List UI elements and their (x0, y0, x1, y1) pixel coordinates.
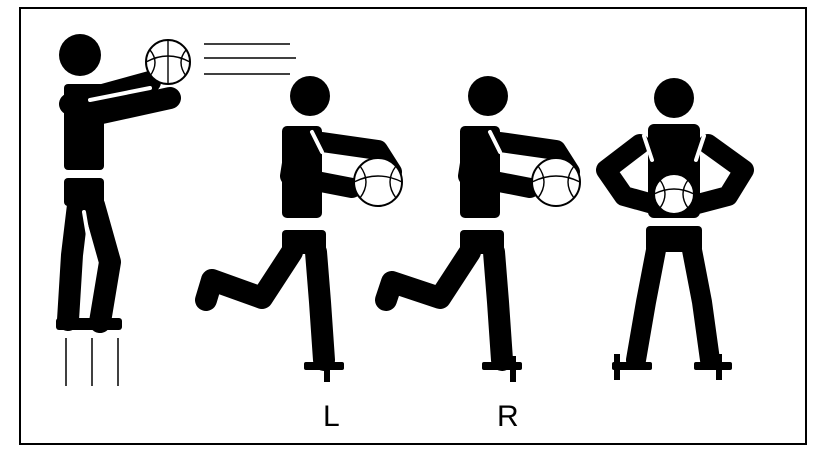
player-3-front-leg (494, 252, 502, 360)
player-2-front-leg (316, 252, 324, 360)
player-4-head (654, 78, 694, 118)
player-1-foot (56, 318, 122, 330)
player-3-head (468, 76, 508, 116)
player-3-foot-stud (510, 356, 516, 382)
player-2-head (290, 76, 330, 116)
player-1-ball (146, 40, 190, 84)
player-2-foot-stud (324, 356, 330, 382)
player-2-ball (354, 158, 402, 206)
foot-label-left: L (323, 400, 340, 433)
player-1-leg-left (68, 205, 78, 320)
player-4-ball (654, 174, 694, 214)
player-4-foot-right-stud (716, 354, 722, 380)
player-4-foot-right (694, 362, 732, 370)
foot-label-right: R (497, 400, 519, 433)
player-4-foot-left-stud (614, 354, 620, 380)
ball-2 (354, 158, 402, 206)
player-3-ball (532, 158, 580, 206)
ball-3 (532, 158, 580, 206)
player-1-head (59, 34, 101, 76)
